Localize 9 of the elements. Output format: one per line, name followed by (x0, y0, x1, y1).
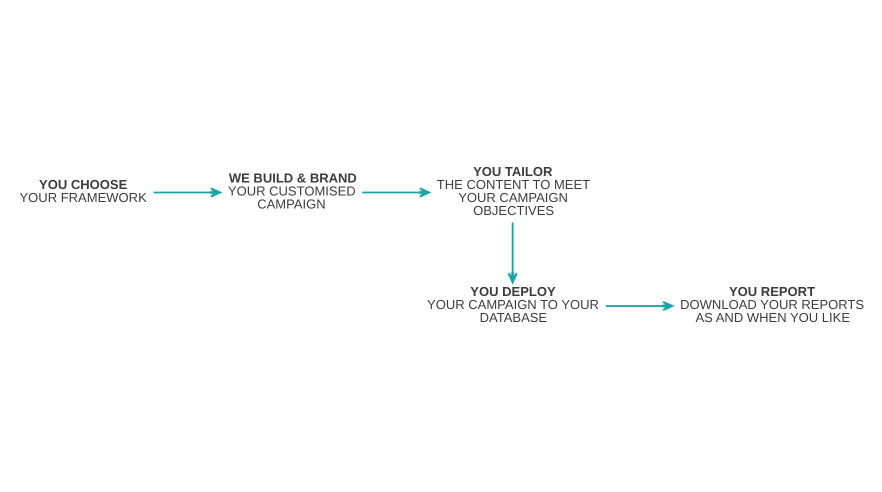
node-text: YOU REPORT DOWNLOAD YOUR REPORTS AS AND WHEN YOU LIKE (680, 284, 864, 326)
node-text: YOU DEPLOY YOUR CAMPAIGN TO YOUR DATABASE (427, 284, 599, 326)
arrow (154, 187, 222, 198)
arrow (508, 222, 518, 284)
node-text: YOU TAILOR THE CONTENT TO MEET YOUR CAMPAIGN OBJECTIVES (436, 164, 590, 218)
arrow (362, 187, 430, 198)
node-text: WE BUILD & BRAND YOUR CUSTOMISED CAMPAIGN (228, 170, 357, 212)
arrow (606, 300, 674, 312)
node-text: YOU CHOOSE YOUR FRAMEWORK (19, 176, 147, 205)
